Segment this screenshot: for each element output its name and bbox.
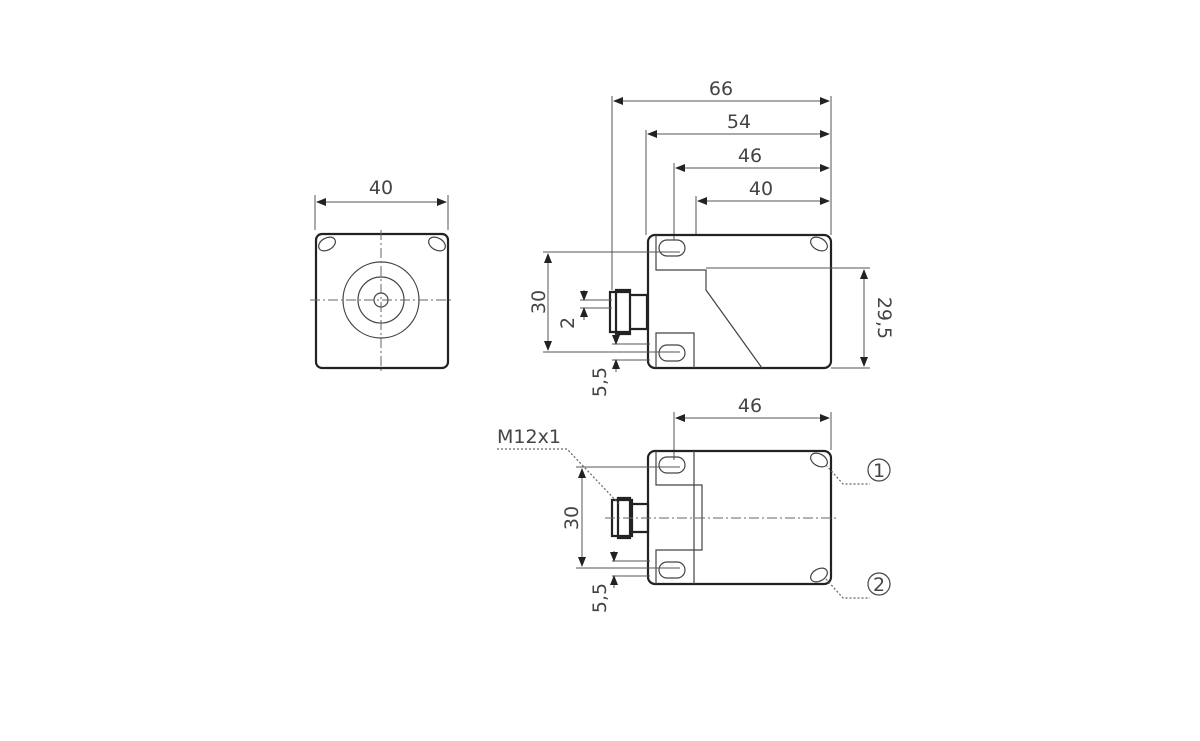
side-bottom-offset: 5,5 bbox=[589, 367, 611, 397]
top-width-label: 46 bbox=[738, 395, 762, 417]
thread-label: M12x1 bbox=[497, 426, 561, 448]
side-height-right: 29,5 bbox=[873, 297, 895, 339]
front-view: 40 bbox=[310, 177, 453, 372]
top-bottom-offset: 5,5 bbox=[589, 583, 611, 613]
dim-40: 40 bbox=[749, 178, 773, 200]
connector-offset: 2 bbox=[557, 317, 579, 329]
dim-46: 46 bbox=[738, 145, 762, 167]
callout-2-circle bbox=[867, 572, 891, 596]
top-height-left: 30 bbox=[561, 506, 583, 530]
callout-1-circle bbox=[867, 458, 891, 482]
dim-54: 54 bbox=[727, 111, 751, 133]
side-height-left: 30 bbox=[528, 290, 550, 314]
callout-1: 1 bbox=[873, 460, 885, 482]
dim-66: 66 bbox=[709, 78, 733, 100]
top-view: 46 M12x1 30 5,5 1 2 bbox=[497, 395, 891, 613]
side-view: 66 54 46 40 30 2 5,5 29,5 bbox=[528, 78, 895, 397]
callout-2: 2 bbox=[873, 574, 885, 596]
front-width-label: 40 bbox=[369, 177, 393, 199]
